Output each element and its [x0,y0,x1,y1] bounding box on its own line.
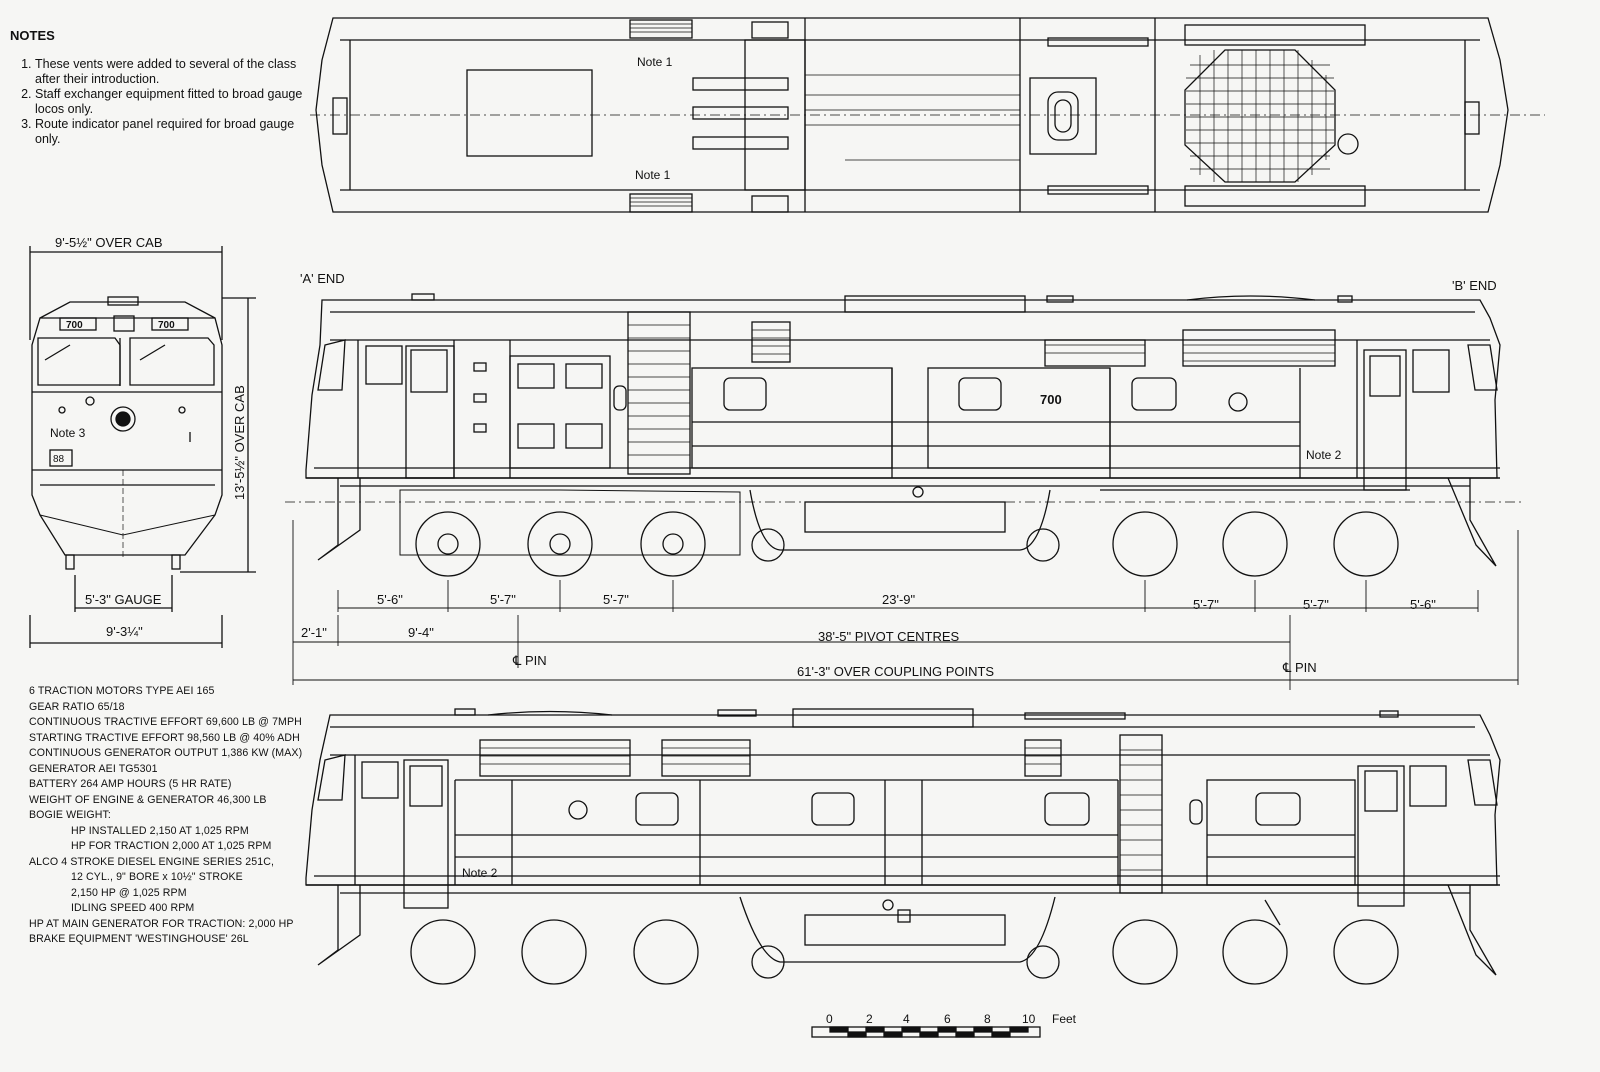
lower-note2: Note 2 [462,866,498,880]
dim-pin-right: ℄ PIN [1282,660,1317,675]
dim-4: 23'-9" [882,592,916,607]
notes-block: NOTES These vents were added to several … [10,28,310,147]
dim-pin-offset: 9'-4" [408,625,434,640]
dim-overhang: 2'-1" [301,625,327,640]
dim-5: 5'-7" [1193,597,1219,612]
note-item-1: These vents were added to several of the… [35,57,310,87]
end-width-label: 9'-5½" OVER CAB [55,235,163,250]
dim-6: 5'-7" [1303,597,1329,612]
spec-line: GENERATOR AEI TG5301 [29,762,158,775]
spec-line: CONTINUOUS TRACTIVE EFFORT 69,600 LB @ 7… [29,716,302,728]
end-note3: Note 3 [50,426,86,440]
dim-coupling: 61'-3" OVER COUPLING POINTS [797,664,994,679]
dim-pivot: 38'-5" PIVOT CENTRES [818,629,960,644]
spec-line: STARTING TRACTIVE EFFORT 98,560 LB @ 40%… [29,731,300,744]
spec-line: 2,150 HP @ 1,025 RPM [71,886,187,899]
side-view-upper: 'A' END 'B' END [285,271,1525,577]
dimension-lines [292,520,1519,690]
plan-note1-bottom: Note 1 [635,168,671,182]
spec-line: WEIGHT OF ENGINE & GENERATOR 46,300 LB [29,793,267,806]
end-view: 9'-5½" OVER CAB 700 700 Note 3 88 [29,235,256,648]
spec-line: BATTERY 264 AMP HOURS (5 HR RATE) [29,778,232,790]
end-number-left: 700 [66,320,83,331]
spec-line: BRAKE EQUIPMENT 'WESTINGHOUSE' 26L [29,933,249,945]
specifications-block: 6 TRACTION MOTORS TYPE AEI 165 GEAR RATI… [29,684,349,948]
spec-line: 6 TRACTION MOTORS TYPE AEI 165 [29,685,215,697]
dim-7: 5'-6" [1410,597,1436,612]
scale-tick-0: 0 [826,1012,833,1026]
dim-pin-left: ℄ PIN [512,653,547,668]
bogie-a [399,489,741,577]
plan-view: Note 1 Note 1 [310,17,1545,213]
scale-unit: Feet [1052,1012,1077,1026]
spec-line: 12 CYL., 9" BORE x 10½" STROKE [71,871,243,883]
end-base-label: 9'-3¼" [106,624,143,639]
a-end-label: 'A' END [300,271,345,286]
spec-line: ALCO 4 STROKE DIESEL ENGINE SERIES 251C, [29,855,274,868]
spec-line: HP INSTALLED 2,150 AT 1,025 RPM [71,824,249,837]
note-item-2: Staff exchanger equipment fitted to broa… [35,87,310,117]
spec-line: CONTINUOUS GENERATOR OUTPUT 1,386 KW (MA… [29,747,303,759]
dimension-labels: 5'-6" 5'-7" 5'-7" 23'-9" 5'-7" 5'-7" 5'-… [301,592,1436,679]
spec-line: HP FOR TRACTION 2,000 AT 1,025 RPM [71,840,272,852]
notes-heading: NOTES [10,28,55,43]
spec-line: BOGIE WEIGHT: [29,809,111,821]
spec-line: GEAR RATIO 65/18 [29,700,125,713]
scale-bar: 0 2 4 6 8 10 Feet [811,1012,1077,1038]
scale-tick-2: 2 [866,1012,873,1026]
side-number: 700 [1040,392,1062,407]
route-indicator: 88 [53,454,65,465]
dim-1: 5'-6" [377,592,403,607]
scale-tick-6: 6 [944,1012,951,1026]
scale-tick-8: 8 [984,1012,991,1026]
note-item-3: Route indicator panel required for broad… [35,117,310,147]
spec-line: HP AT MAIN GENERATOR FOR TRACTION: 2,000… [29,917,294,930]
end-number-right: 700 [158,320,175,331]
b-end-label: 'B' END [1452,278,1497,293]
side-view-lower: Note 2 [305,708,1501,985]
plan-note1-top: Note 1 [637,55,673,69]
scale-tick-4: 4 [903,1012,910,1026]
notes-list: These vents were added to several of the… [10,57,310,147]
end-gauge-label: 5'-3" GAUGE [85,592,162,607]
dim-3: 5'-7" [603,592,629,607]
scale-tick-10: 10 [1022,1012,1036,1026]
end-height-label: 13'-5½" OVER CAB [232,385,247,500]
spec-line: IDLING SPEED 400 RPM [71,902,195,914]
dim-2: 5'-7" [490,592,516,607]
side-note2: Note 2 [1306,448,1342,462]
